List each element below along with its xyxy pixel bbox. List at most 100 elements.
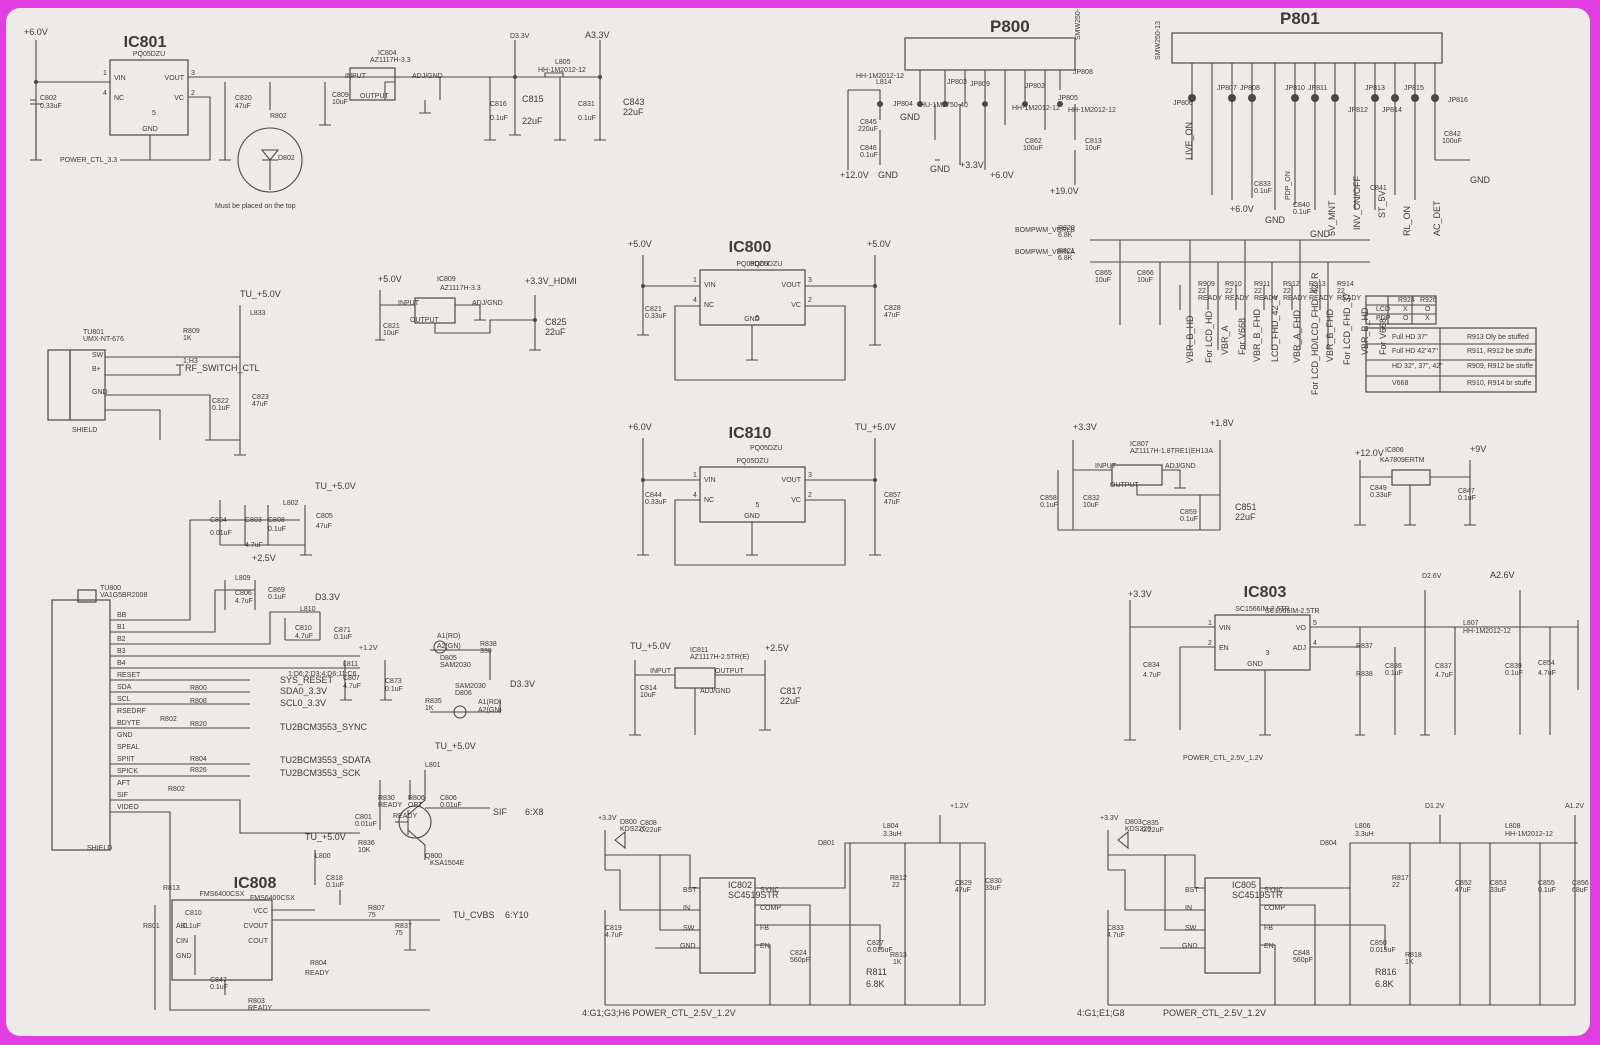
schematic-label: JP806	[1173, 100, 1193, 107]
ic-pin-label: NC	[704, 497, 714, 504]
schematic-label: C823	[252, 394, 269, 401]
schematic-label: R820	[190, 721, 207, 728]
schematic-label: SYNC	[760, 887, 779, 894]
schematic-label: INPUT	[650, 668, 672, 675]
schematic-label: R817	[1392, 875, 1409, 882]
schematic-label: C849	[1370, 485, 1387, 492]
schematic-label: R837	[1356, 643, 1373, 650]
schematic-label: C855	[1538, 880, 1555, 887]
schematic-label: 0.22uF	[640, 827, 662, 834]
schematic-label: BOMPWM_VBRLA	[1015, 249, 1075, 256]
ic-pin-number: 4	[693, 297, 697, 304]
schematic-label: For V668	[1378, 318, 1388, 355]
schematic-label: +12.0V	[1355, 448, 1384, 458]
schematic-label: SYNC	[1264, 887, 1283, 894]
schematic-label: TU2BCM3553_SYNC	[280, 722, 368, 732]
schematic-label: SHIELD	[87, 845, 112, 852]
schematic-label: 1K	[425, 705, 434, 712]
schematic-label: C816	[490, 101, 507, 108]
ic-pin-label: NC	[114, 95, 124, 102]
schematic-label: C852	[1455, 880, 1472, 887]
schematic-label: 0.1uF	[210, 984, 228, 991]
schematic-label: IC811	[690, 647, 708, 654]
schematic-label: D2.6V	[1422, 573, 1442, 580]
schematic-label: OUTPUT	[715, 668, 745, 675]
schematic-label: C835	[1142, 820, 1159, 827]
ic-pin-label: CVOUT	[244, 923, 269, 930]
schematic-label: C832	[1083, 495, 1100, 502]
schematic-label: 22	[1392, 882, 1400, 889]
tu800-section	[51, 500, 501, 1011]
schematic-label: ADJ/GND	[700, 688, 731, 695]
schematic-label: 3.3uH	[1355, 831, 1374, 838]
schematic-label: 10uF	[1085, 145, 1101, 152]
ic-pin-number: 3	[808, 472, 812, 479]
schematic-label: 1K	[1405, 959, 1414, 966]
ic-pin-number: 2	[1208, 640, 1212, 647]
schematic-label: C824	[790, 950, 807, 957]
schematic-label: JP809	[970, 81, 990, 88]
schematic-label: 0.1uF	[490, 115, 508, 122]
ic803-section	[1124, 590, 1579, 741]
schematic-label: C847	[210, 977, 227, 984]
schematic-label: SCL0_3.3V	[280, 698, 326, 708]
schematic-label: COMP	[760, 905, 781, 912]
schematic-label: JP816	[1448, 97, 1468, 104]
ic800-section	[637, 255, 881, 381]
schematic-label: 10uF	[332, 99, 348, 106]
schematic-label: 0.1uF	[1538, 887, 1556, 894]
schematic-label: C854	[1538, 660, 1555, 667]
schematic-label: KA7809ERTM	[1380, 457, 1425, 464]
schematic-label: HU-1M5750-40	[920, 102, 968, 109]
schematic-label: C819	[605, 925, 622, 932]
schematic-label: 4:G1;G3;H6 POWER_CTL_2.5V_1.2V	[582, 1008, 736, 1018]
schematic-label: 100uF	[1023, 145, 1043, 152]
schematic-label: READY	[393, 813, 417, 820]
ic-title: IC800	[729, 239, 772, 256]
schematic-label: SPEAL	[117, 744, 140, 751]
p800-connector	[847, 37, 1076, 185]
schematic-label: 10uF	[1095, 277, 1111, 284]
ic-pin-label: VIN	[1219, 625, 1231, 632]
schematic-label: L810	[300, 606, 316, 613]
schematic-label: TU_+5.0V	[315, 481, 356, 491]
schematic-label: R836	[358, 840, 375, 847]
schematic-label: B3	[117, 648, 126, 655]
tu801-section	[47, 305, 246, 456]
schematic-label: 4.7uF	[343, 683, 361, 690]
schematic-label: R830	[378, 795, 395, 802]
ic-pin-label: VC	[791, 302, 801, 309]
schematic-label: X	[1403, 306, 1408, 313]
schematic-label: C801	[355, 814, 372, 821]
schematic-label: C815	[522, 94, 544, 104]
schematic-label: R802	[270, 113, 287, 120]
schematic-label: A1.2V	[1565, 803, 1584, 810]
schematic-label: JP804	[893, 101, 913, 108]
schematic-label: C806	[235, 590, 252, 597]
schematic-label: 0.1uF	[860, 152, 878, 159]
schematic-label: D806	[455, 690, 472, 697]
schematic-label: FB	[1264, 925, 1273, 932]
schematic-label: 68uF	[1572, 887, 1588, 894]
schematic-label: POWER_CTL_3.3	[60, 157, 117, 164]
schematic-label: VA1G5BR2008	[100, 592, 147, 599]
schematic-label: SW	[1185, 925, 1197, 932]
schematic-label: C834	[1143, 662, 1160, 669]
schematic-label: C847	[1458, 488, 1475, 495]
schematic-label: R818	[1405, 952, 1422, 959]
schematic-label: C822	[212, 398, 229, 405]
schematic-label: INPUT	[1095, 463, 1117, 470]
schematic-label: 0.33uF	[40, 103, 62, 110]
schematic-label: BDYTE	[117, 720, 141, 727]
schematic-label: L809	[235, 575, 251, 582]
schematic-label: FMS6400CSX	[250, 895, 295, 902]
ic809-section	[375, 290, 541, 351]
schematic-label: D1.2V	[1425, 803, 1445, 810]
schematic-label: 33uF	[985, 885, 1001, 892]
schematic-label: SC4519STR	[728, 890, 779, 900]
ic-title: IC810	[729, 425, 772, 442]
schematic-label: R914	[1337, 281, 1354, 288]
schematic-label: JP812	[1348, 107, 1368, 114]
schematic-label: +3.3V	[1073, 422, 1097, 432]
